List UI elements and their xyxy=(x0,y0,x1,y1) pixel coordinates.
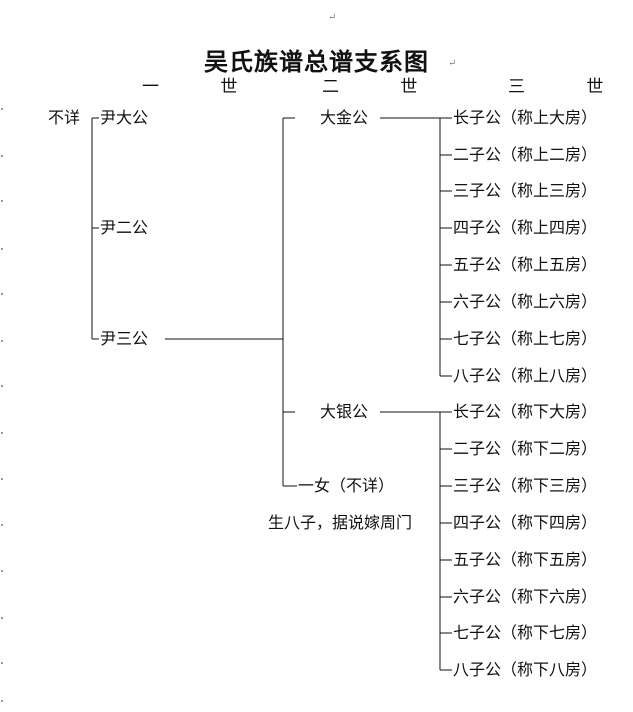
gen1-node-2: 尹二公 xyxy=(100,218,149,237)
gen3-lower-3: 三子公（称下三房） xyxy=(453,476,598,495)
gen3-lower-2: 二子公（称下二房） xyxy=(453,439,598,458)
gen3-lower-1: 长子公（称下大房） xyxy=(453,402,598,421)
gen3-lower-4: 四子公（称下四房） xyxy=(453,513,598,532)
gen3-upper-4: 四子公（称上四房） xyxy=(453,218,598,237)
gen3-upper-6: 六子公（称上六房） xyxy=(453,292,598,311)
gen2-node-2: 大银公 xyxy=(320,402,369,421)
gen3-upper-7: 七子公（称上七房） xyxy=(453,329,598,348)
gen2-node-3: 一女（不详） xyxy=(298,476,395,495)
generation-label-3: 三 世 xyxy=(508,77,632,97)
paragraph-mark: ↵ xyxy=(328,12,337,23)
gen3-upper-1: 长子公（称上大房） xyxy=(453,108,598,127)
gen3-lower-7: 七子公（称下七房） xyxy=(453,623,598,642)
gen3-lower-6: 六子公（称下六房） xyxy=(453,587,598,606)
gen3-upper-8: 八子公（称上八房） xyxy=(453,366,598,385)
generation-label-2: 二 世 xyxy=(322,77,446,97)
gen3-lower-5: 五子公（称下五房） xyxy=(453,550,598,569)
gen3-lower-8: 八子公（称下八房） xyxy=(453,660,598,679)
gen2-note: 生八子，据说嫁周门 xyxy=(268,513,413,532)
title-paragraph-mark: ↵ xyxy=(448,58,457,69)
gen3-upper-5: 五子公（称上五房） xyxy=(453,255,598,274)
gen1-node-3: 尹三公 xyxy=(100,329,149,348)
gen3-upper-2: 二子公（称上二房） xyxy=(453,145,598,164)
gen3-upper-3: 三子公（称上三房） xyxy=(453,181,598,200)
gen2-node-1: 大金公 xyxy=(320,108,369,127)
root-ancestor: 不详 xyxy=(48,108,81,127)
generation-label-1: 一 世 xyxy=(142,77,266,97)
gen1-node-1: 尹大公 xyxy=(100,108,149,127)
page-title: 吴氏族谱总谱支系图 xyxy=(204,48,429,76)
